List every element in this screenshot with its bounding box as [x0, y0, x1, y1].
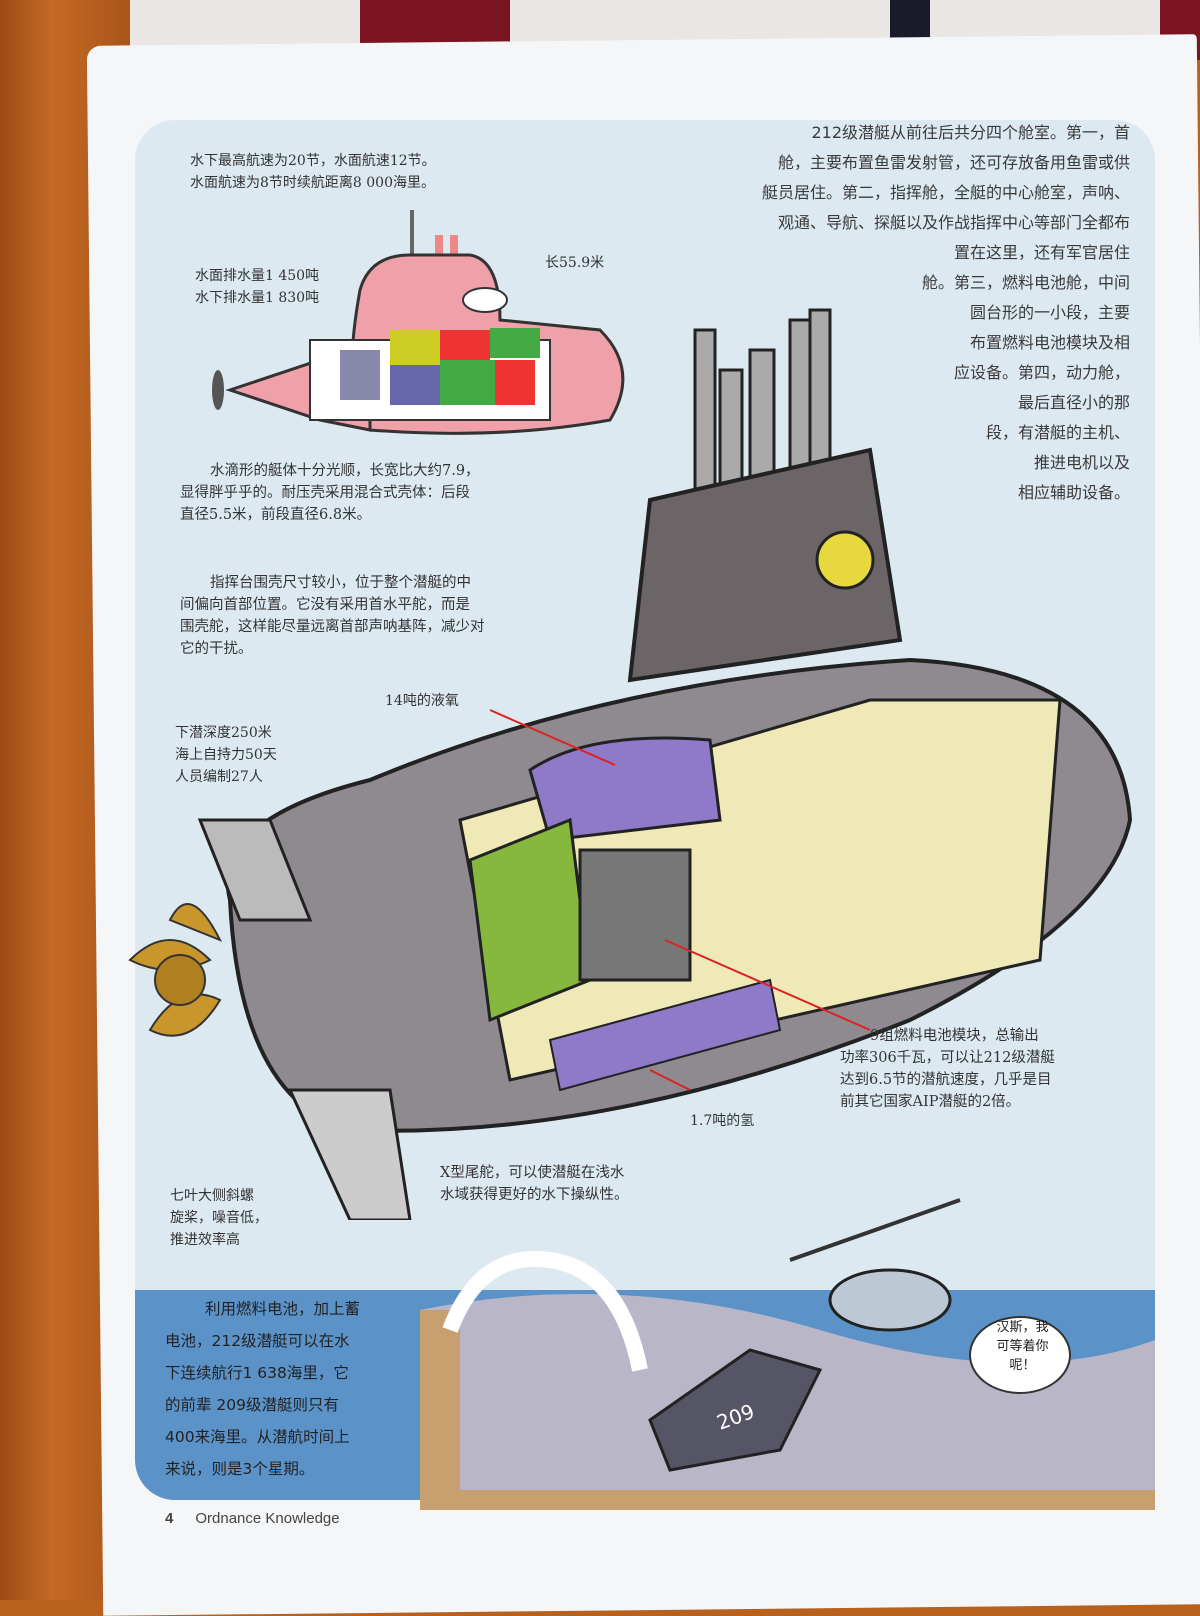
sail-caption: 指挥台围壳尺寸较小，位于整个潜艇的中间偏向首部位置。它没有采用首水平舵，而是围壳… [180, 575, 485, 657]
hull-caption: 水滴形的艇体十分光顺，长宽比大约7.9，显得胖乎乎的。耐压壳采用混合式壳体：后段… [180, 463, 480, 523]
displacement-caption: 水面排水量1 450吨水下排水量1 830吨 [195, 268, 320, 306]
bottom-scene-illustration: 209 [420, 1198, 1155, 1510]
range-text: 利用燃料电池，加上蓄电池，212级潜艇可以在水下连续航行1 638海里，它的前辈… [165, 1300, 361, 1478]
speech-bubble-text: 汉斯，我可等着你呢！ [996, 1320, 1049, 1373]
speed-caption: 水下最高航速为20节，水面航速12节。水面航速为8节时续航距离8 000海里。 [190, 153, 436, 191]
propeller-caption: 七叶大侧斜螺旋桨，噪音低，推进效率高 [170, 1188, 268, 1248]
magazine-title: Ordnance Knowledge [195, 1510, 340, 1527]
compartments-text: 212级潜艇从前往后共分四个舱室。第一，首舱，主要布置鱼雷发射管，还可存放备用鱼… [761, 123, 1130, 502]
stats-caption: 下潜深度250米海上自持力50天人员编制27人 [175, 725, 277, 785]
small-submarine-illustration [212, 210, 625, 435]
type-212-submarine-cutaway [128, 308, 1133, 1220]
page-number: 4 [165, 1510, 174, 1527]
page-footer: 4 Ordnance Knowledge [165, 1510, 340, 1527]
oxygen-label: 14吨的液氧 [385, 693, 459, 709]
hydrogen-label: 1.7吨的氢 [690, 1113, 755, 1129]
fuel-cell-caption: 9组燃料电池模块，总输出功率306千瓦，可以让212级潜艇达到6.5节的潜航速度… [840, 1028, 1055, 1110]
length-caption: 长55.9米 [545, 255, 605, 271]
rudder-caption: X型尾舵，可以使潜艇在浅水水域获得更好的水下操纵性。 [440, 1165, 629, 1203]
